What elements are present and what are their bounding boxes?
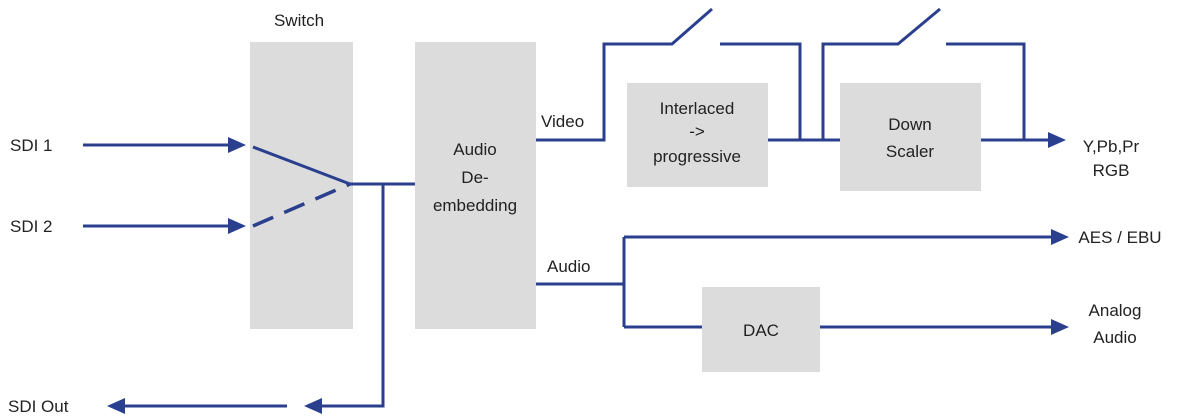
- switch-label: Switch: [274, 11, 324, 30]
- down-scaler-block: [840, 83, 981, 191]
- dac-block: [702, 287, 820, 372]
- aes-output-label: AES / EBU: [1078, 228, 1161, 247]
- sdi-out-arrow-icon: [107, 398, 125, 414]
- aes-arrow-icon: [1051, 229, 1069, 245]
- sdi-out-label: SDI Out: [8, 397, 69, 416]
- video-bypass-2-line: [821, 7, 941, 140]
- demux-label-line-3: embedding: [433, 196, 517, 215]
- sdi2-arrow-icon: [228, 218, 246, 234]
- video-out-arrow-icon: [1048, 132, 1066, 148]
- video-label: Video: [541, 112, 584, 131]
- loop-arrow-icon: [304, 398, 322, 414]
- demux-label-line-2: De-: [461, 168, 488, 187]
- analog-arrow-icon: [1051, 319, 1069, 335]
- sdi-out-loop-line: [320, 184, 385, 408]
- deinterlace-block: [627, 83, 768, 187]
- analog-output-label-line-1: Analog: [1089, 301, 1142, 320]
- demux-label-line-1: Audio: [453, 140, 496, 159]
- dac-label: DAC: [743, 321, 779, 340]
- sdi1-label: SDI 1: [10, 136, 53, 155]
- video-output-label-line-2: RGB: [1093, 161, 1130, 180]
- analog-output-label-line-2: Audio: [1093, 328, 1136, 347]
- switch-block: [250, 42, 353, 329]
- scaler-label-line-2: Scaler: [886, 142, 935, 161]
- switch-dashed-path: [252, 182, 351, 228]
- deinterlace-label-line-3: progressive: [653, 147, 741, 166]
- deinterlace-label-line-1: Interlaced: [660, 99, 735, 118]
- switch-solid-path: [252, 145, 351, 186]
- sdi1-arrow-icon: [228, 137, 246, 153]
- scaler-label-line-1: Down: [888, 115, 931, 134]
- deinterlace-label-line-2: ->: [689, 122, 705, 141]
- audio-label: Audio: [547, 257, 590, 276]
- video-output-label-line-1: Y,Pb,Pr: [1083, 137, 1140, 156]
- audio-demux-block: [415, 42, 536, 329]
- video-bypass-1-return: [720, 42, 802, 140]
- sdi2-label: SDI 2: [10, 217, 53, 236]
- video-bypass-1-line: [536, 7, 713, 142]
- video-bypass-2-return: [946, 42, 1026, 140]
